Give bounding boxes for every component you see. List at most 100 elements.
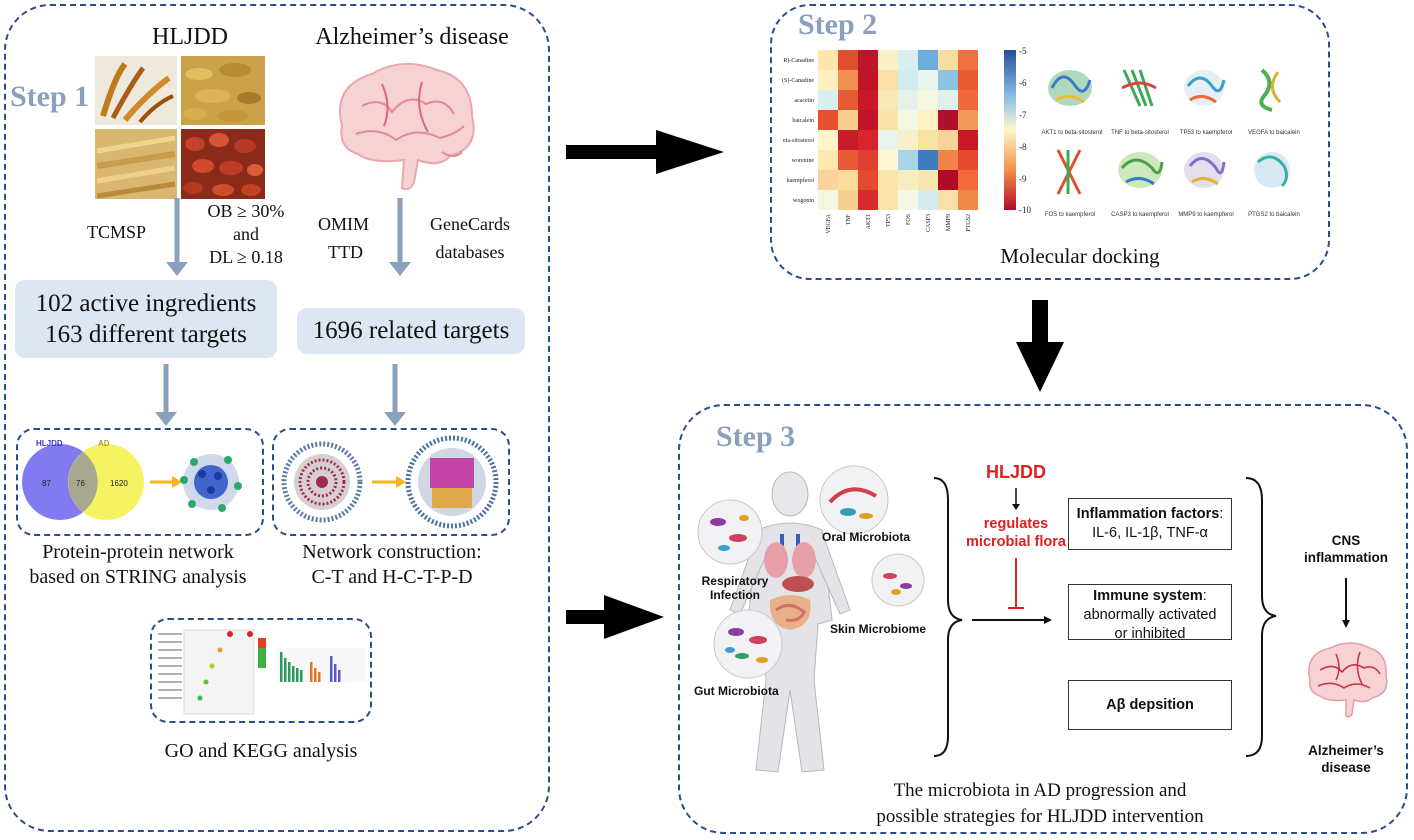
protein-ptgs2 bbox=[1254, 152, 1290, 188]
protein-tp53 bbox=[1184, 70, 1226, 106]
right-brace bbox=[1245, 477, 1277, 757]
herb-photo-2 bbox=[181, 56, 265, 125]
regulates-label-1: regulates bbox=[983, 516, 1049, 532]
brain-illustration bbox=[339, 62, 475, 191]
respiratory-label-2: Infection bbox=[710, 588, 760, 602]
heatmap-col-label: MMP9 bbox=[946, 214, 952, 231]
ppi-network bbox=[180, 454, 242, 512]
colorbar-tick: -7 bbox=[1019, 110, 1027, 120]
omim-label: OMIM bbox=[318, 214, 370, 234]
network-graphs bbox=[281, 435, 499, 529]
inflammation-body: IL-6, IL-1β, TNF-α bbox=[1092, 525, 1208, 541]
gut-microbiota-label: Gut Microbiota bbox=[694, 684, 779, 698]
dock-label: PTGS2 to baicalein bbox=[1248, 212, 1300, 218]
herb-photo-4 bbox=[181, 129, 265, 199]
genecards-labels: GeneCards databases bbox=[415, 210, 525, 266]
ppi-caption: Protein-protein network based on STRING … bbox=[6, 540, 270, 590]
dock-label: FOS to kaempferol bbox=[1045, 212, 1095, 218]
regulates-label-2: microbial flora bbox=[966, 534, 1066, 550]
venn-left-count: 87 bbox=[42, 479, 51, 488]
colorbar-tick: -9 bbox=[1019, 174, 1027, 184]
herb-photo-1 bbox=[95, 56, 177, 125]
step3-caption: The microbiota in AD progression and pos… bbox=[760, 778, 1320, 830]
skin-microbiome-bubble bbox=[871, 553, 925, 607]
immune-title: Immune system bbox=[1093, 588, 1203, 604]
colorbar-tick: -10 bbox=[1019, 205, 1031, 215]
active-ingredients-box: 102 active ingredients 163 different tar… bbox=[15, 280, 277, 358]
colorbar-tick: -6 bbox=[1019, 78, 1027, 88]
docking-structures: AKT1 to beta-sitosterol TNF to beta-sito… bbox=[1041, 68, 1300, 218]
abeta-text: Aβ depsition bbox=[1106, 697, 1194, 713]
regulates-label: regulates microbial flora bbox=[950, 515, 1082, 551]
venn-right-count: 1620 bbox=[110, 479, 128, 488]
heatmap-cells bbox=[818, 50, 978, 210]
hljdd-red-label: HLJDD bbox=[985, 462, 1046, 482]
protein-vegfa bbox=[1259, 68, 1282, 112]
protein-mmp9 bbox=[1184, 152, 1226, 188]
ob-label: OB ≥ 30% bbox=[207, 201, 285, 221]
inflammation-box: Inflammation factors: IL-6, IL-1β, TNF-α bbox=[1068, 498, 1232, 550]
network-caption: Network construction: C-T and H-C-T-P-D bbox=[272, 540, 512, 590]
heatmap-col-label: VEGFA bbox=[826, 213, 832, 233]
omim-ttd-labels: OMIM TTD bbox=[318, 210, 369, 266]
ppi-subpanel bbox=[16, 428, 264, 536]
ad-label: Alzheimer’s disease bbox=[315, 24, 509, 50]
venn-right-label: AD bbox=[98, 439, 110, 448]
step1-panel bbox=[4, 4, 550, 832]
heatmap-col-label: PTGS2 bbox=[966, 214, 972, 232]
heatmap-row-label: worenine bbox=[792, 158, 815, 164]
arrows-step1-top bbox=[155, 198, 411, 426]
cns-inflammation-label: CNS inflammation bbox=[1290, 532, 1402, 566]
active-ingredients-text: 102 active ingredients bbox=[35, 290, 257, 317]
oral-microbiota-bubble bbox=[819, 465, 889, 535]
dl-label: DL ≥ 0.18 bbox=[209, 247, 283, 267]
dock-label: TP53 to kaempferol bbox=[1180, 130, 1232, 136]
protein-tnf bbox=[1121, 69, 1157, 107]
step2-title: Step 2 bbox=[798, 8, 878, 41]
immune-body-1: abnormally activated bbox=[1083, 607, 1217, 623]
inflammation-title: Inflammation factors bbox=[1076, 506, 1220, 522]
and-label: and bbox=[233, 224, 259, 244]
go-kegg-plots bbox=[158, 629, 366, 715]
heatmap-row-label: baicalein bbox=[792, 118, 814, 124]
alz-label-2: disease bbox=[1321, 760, 1371, 775]
abeta-box: Aβ depsition bbox=[1068, 680, 1232, 730]
network-caption-1: Network construction: bbox=[302, 541, 482, 563]
tcmsp-label: TCMSP bbox=[87, 222, 147, 242]
ttd-label: TTD bbox=[328, 242, 363, 262]
databases-label: databases bbox=[435, 242, 505, 262]
network-subpanel bbox=[272, 428, 510, 536]
gut-microbiota-bubble bbox=[713, 609, 783, 679]
colorbar-tick: -8 bbox=[1019, 142, 1027, 152]
alz-label-1: Alzheimer’s bbox=[1308, 743, 1384, 758]
immune-box: Immune system: abnormally activated or i… bbox=[1068, 584, 1232, 642]
dock-label: TNF to beta-sitosterol bbox=[1111, 130, 1169, 136]
ad-brain-icon bbox=[1308, 642, 1388, 718]
heatmap-row-label: eta-sitosterol bbox=[783, 138, 814, 144]
dock-label: VEGFA to baicalein bbox=[1248, 130, 1300, 136]
step2-caption: Molecular docking bbox=[1000, 244, 1160, 268]
related-targets-box: 1696 related targets bbox=[297, 308, 525, 354]
colorbar bbox=[1004, 50, 1016, 210]
step2-panel bbox=[770, 4, 1330, 280]
step3-title: Step 3 bbox=[716, 420, 796, 453]
related-targets-text: 1696 related targets bbox=[312, 317, 510, 344]
herb-photo-3 bbox=[95, 129, 177, 199]
alzheimers-label: Alzheimer’s disease bbox=[1290, 742, 1402, 776]
inflammation-colon: : bbox=[1219, 506, 1224, 522]
heatmap-row-label: wogonin bbox=[793, 198, 814, 204]
heatmap-col-label: FOS bbox=[906, 214, 912, 225]
immune-colon: : bbox=[1202, 588, 1207, 604]
oral-microbiota-label: Oral Microbiota bbox=[822, 530, 911, 544]
cns-label-1: CNS bbox=[1331, 533, 1361, 548]
dock-label: AKT1 to beta-sitosterol bbox=[1041, 130, 1102, 136]
step3-caption-2: possible strategies for HLJDD interventi… bbox=[876, 806, 1204, 827]
protein-akt1 bbox=[1048, 70, 1092, 106]
heatmap-row-label: (S)-Canadine bbox=[782, 77, 814, 84]
skin-microbiome-label: Skin Microbiome bbox=[830, 622, 927, 636]
dock-label: CASP3 to kaempferol bbox=[1111, 212, 1169, 218]
respiratory-bubble bbox=[697, 499, 763, 565]
step3-panel bbox=[678, 404, 1408, 834]
